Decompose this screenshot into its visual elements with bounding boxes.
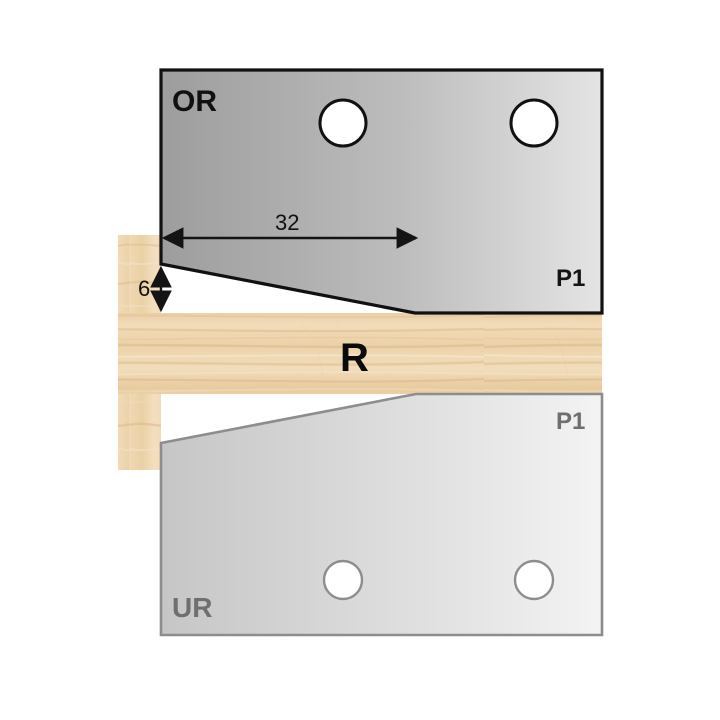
- upper-knife-hole-left: [318, 98, 368, 148]
- dimension-value-vertical: 6: [138, 276, 151, 301]
- lower-knife-hole-left: [322, 559, 364, 601]
- label-upper-knife: OR: [172, 85, 217, 118]
- label-workpiece: R: [340, 336, 369, 380]
- workpiece-strip: [118, 313, 602, 394]
- lower-knife-body[interactable]: [159, 392, 604, 637]
- upper-knife-body[interactable]: [159, 68, 604, 315]
- label-profile-bottom: P1: [556, 408, 586, 435]
- label-lower-knife: UR: [172, 592, 213, 623]
- dimension-line-horizontal: [159, 225, 419, 252]
- label-profile-top: P1: [556, 265, 586, 292]
- upper-knife-hole-right: [509, 98, 559, 148]
- dimension-value-horizontal: 32: [275, 210, 300, 235]
- lower-knife-hole-right: [513, 559, 555, 601]
